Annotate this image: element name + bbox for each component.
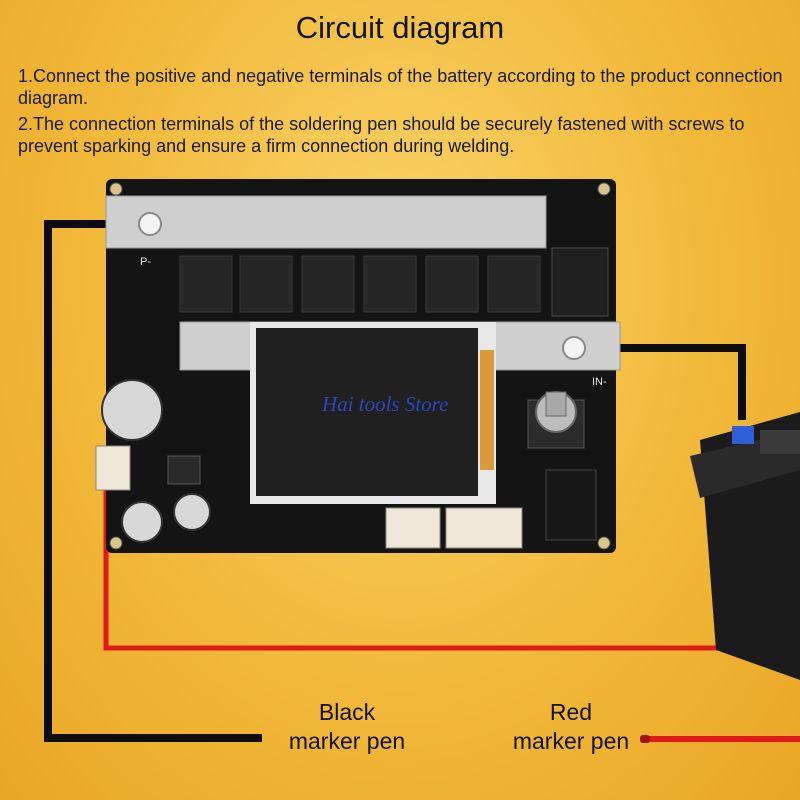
instructions: 1.Connect the positive and negative term… [18, 66, 788, 162]
connector-bottom-left [385, 507, 441, 549]
capacitor-470uf-right [173, 493, 211, 531]
side-connector [95, 445, 131, 491]
lcd-screen [256, 328, 478, 496]
mount-hole-tr [597, 182, 611, 196]
mount-hole-bl [109, 536, 123, 550]
black-label-line-2: marker pen [288, 728, 406, 754]
battery-terminal-negative [732, 426, 754, 444]
dc-jack [545, 469, 597, 541]
red-label-line-2: marker pen [512, 728, 630, 754]
page-title: Circuit diagram [295, 10, 505, 45]
mosfet-row [179, 247, 609, 317]
p-minus-mark: P- [140, 256, 151, 268]
red-label-line-1: Red [549, 699, 593, 725]
instruction-2: 2.The connection terminals of the solder… [18, 114, 745, 156]
capacitor-1000uf [101, 379, 163, 441]
black-wire-p-minus [44, 220, 262, 742]
encoder-shaft [545, 391, 567, 417]
instruction-1: 1.Connect the positive and negative term… [18, 66, 783, 108]
red-marker-pen-label: Red marker pen [486, 698, 656, 756]
capacitor-470uf-left [121, 501, 163, 543]
battery [690, 412, 800, 680]
black-label-line-1: Black [318, 699, 376, 725]
copper-bar-top [105, 195, 547, 249]
inductor [167, 455, 201, 485]
terminal-hole-p-minus [138, 212, 162, 236]
store-watermark: Hai tools Store [322, 392, 449, 416]
black-wire-in-minus [574, 344, 746, 420]
connector-bottom-right [445, 507, 523, 549]
terminal-hole-in-minus [562, 336, 586, 360]
lcd-ribbon [480, 350, 494, 470]
black-marker-pen-label: Black marker pen [262, 698, 432, 756]
red-marker-pen [640, 735, 800, 743]
mount-hole-tl [109, 182, 123, 196]
mount-hole-br [597, 536, 611, 550]
in-minus-mark: IN- [592, 376, 607, 388]
